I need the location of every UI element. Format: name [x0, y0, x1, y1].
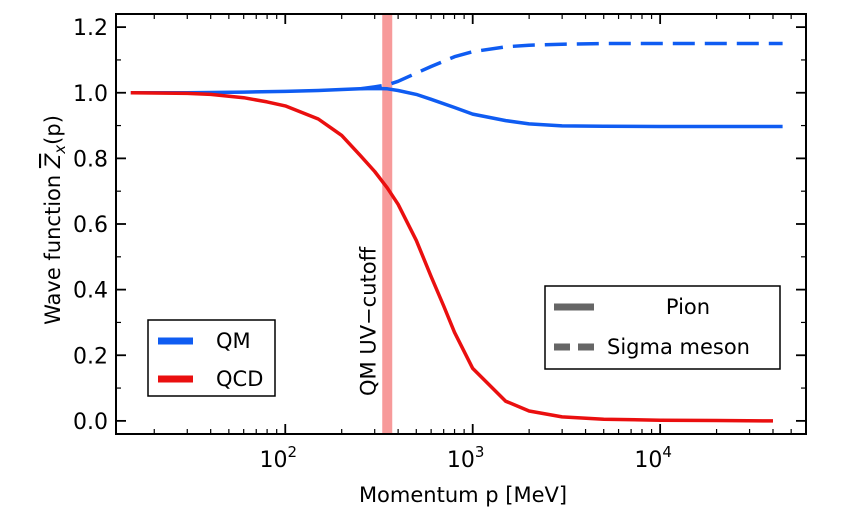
y-tick-label: 0.4 [73, 279, 108, 304]
y-axis-title-text: Wave function [41, 175, 65, 325]
y-axis-title: Wave function Zx(p) [41, 115, 69, 325]
x-tick-label: 103 [447, 443, 485, 473]
x-tick-base: 10 [259, 448, 287, 473]
uv-cutoff-band [382, 15, 393, 433]
y-tick-label: 0.0 [73, 410, 108, 435]
legend-label-qcd: QCD [216, 367, 263, 391]
y-tick-label: 0.8 [73, 147, 108, 172]
x-tick-exponent: 4 [662, 443, 672, 461]
legend-model-box [147, 319, 276, 397]
qcd-line [130, 91, 774, 423]
qm-pion-line [130, 86, 783, 129]
x-tick-exponent: 3 [475, 443, 485, 461]
y-tick-label: 1.0 [73, 82, 108, 107]
y-axis-title-subscript: x [51, 145, 69, 155]
y-axis-title-argument: (p) [41, 115, 65, 145]
legend-label-sigma-meson: Sigma meson [607, 335, 750, 359]
x-tick-base: 10 [634, 448, 662, 473]
uv-cutoff-label: QM UV−cutoff [356, 246, 380, 396]
y-tick-label: 0.2 [73, 344, 108, 369]
y-tick-label: 0.6 [73, 213, 108, 238]
x-axis-title: Momentum p [MeV] [359, 483, 567, 507]
x-tick-exponent: 2 [287, 443, 297, 461]
qm-sigma-line [359, 41, 783, 91]
x-tick-label: 102 [259, 443, 297, 473]
y-axis-title-symbol: Z [41, 153, 65, 169]
legend-meson-box [544, 285, 781, 370]
legend-label-qm: QM [216, 329, 251, 353]
y-tick-label: 1.2 [73, 16, 108, 41]
x-tick-label: 104 [634, 443, 672, 473]
x-tick-base: 10 [447, 448, 475, 473]
legend-label-pion: Pion [666, 295, 710, 319]
